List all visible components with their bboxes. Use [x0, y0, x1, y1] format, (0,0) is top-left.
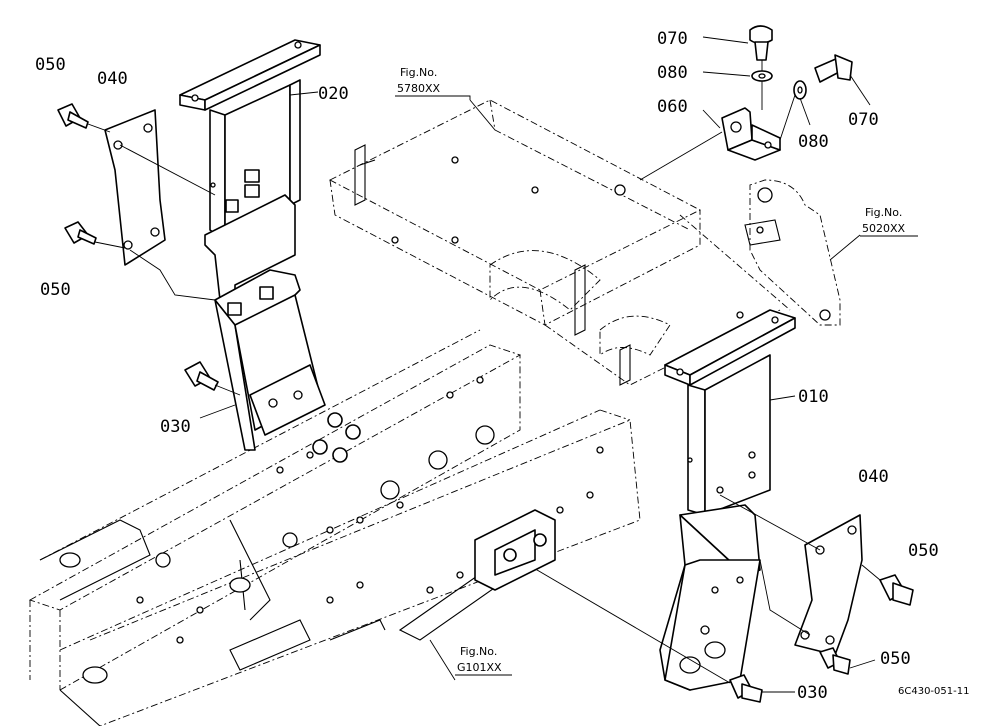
washer-080-top	[702, 70, 773, 82]
chassis-frame	[28, 329, 641, 726]
bolt-070-right	[814, 54, 871, 106]
plate-040-right	[719, 494, 863, 656]
leader-020	[289, 91, 319, 96]
callout-010: 010	[798, 387, 829, 407]
ref-5780-code: 5780XX	[397, 82, 441, 95]
callout-060: 060	[657, 97, 688, 117]
callout-050-right-top: 050	[908, 541, 939, 561]
callout-080-right: 080	[798, 132, 829, 152]
plate-040-left	[104, 109, 216, 301]
bracket-5020	[744, 179, 841, 326]
bolt-030-right	[519, 559, 763, 703]
ref-5780-underline	[395, 95, 471, 100]
callout-030-left: 030	[160, 417, 191, 437]
leader-ref-g101	[429, 639, 456, 681]
column-bracket-010	[659, 309, 796, 691]
ref-5780-label: Fig.No.	[400, 66, 437, 79]
leader-ref-5780	[469, 99, 496, 131]
drawing-code: 6C430-051-11	[898, 686, 969, 697]
leader-010	[769, 395, 796, 401]
leader-060	[702, 109, 721, 129]
callout-040-left: 040	[97, 69, 128, 89]
bolt-050-right-top	[861, 564, 914, 606]
bolt-050-top-left	[57, 103, 111, 133]
callout-020: 020	[318, 84, 349, 104]
bolt-050-right-bottom	[819, 647, 851, 675]
callout-050-top-left: 050	[35, 55, 66, 75]
ref-g101-label: Fig.No.	[460, 645, 497, 658]
washer-080-right	[779, 80, 811, 141]
bracket-060	[639, 107, 781, 181]
callout-080-top: 080	[657, 63, 688, 83]
leader-030-left	[199, 404, 236, 419]
leader-050-right-bottom	[849, 659, 876, 669]
column-bracket-020	[179, 39, 326, 451]
callout-030-right: 030	[797, 683, 828, 703]
callout-070-right: 070	[848, 110, 879, 130]
callout-050-mid-left: 050	[40, 280, 71, 300]
callout-040-right: 040	[858, 467, 889, 487]
ref-5020-label: Fig.No.	[865, 206, 902, 219]
bolt-030-left	[184, 361, 241, 396]
ref-g101-code: G101XX	[457, 661, 502, 674]
callout-050-right-bottom: 050	[880, 649, 911, 669]
chassis-side-bracket	[474, 509, 556, 591]
leader-ref-5020	[829, 234, 861, 261]
frame-bolts	[312, 412, 361, 463]
bolt-070-top	[702, 25, 773, 110]
ref-5020-code: 5020XX	[862, 222, 906, 235]
callout-070-top: 070	[657, 29, 688, 49]
bolt-050-mid-left	[64, 221, 126, 249]
